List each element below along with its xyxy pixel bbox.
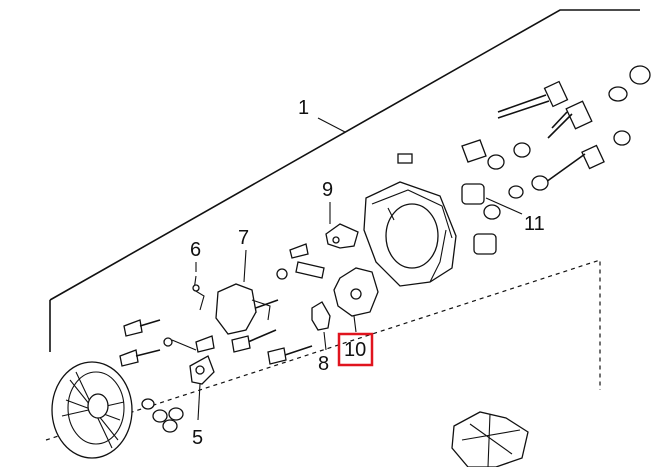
bushings-group [461, 183, 524, 255]
callout-10-highlight-box [337, 332, 374, 367]
part-7 [215, 249, 271, 335]
pulley-fan [51, 361, 133, 459]
part-9 [325, 202, 359, 249]
callout-1: 1 [298, 97, 309, 119]
part-8 [311, 301, 331, 351]
part-10 [333, 267, 379, 333]
rear-housing [363, 181, 457, 287]
callout-9: 9 [322, 179, 333, 201]
callout-7: 7 [238, 227, 249, 249]
part-5 [119, 319, 215, 433]
callout-labels: 1 5 6 7 8 9 10 11 [190, 97, 545, 449]
callout-8: 8 [318, 353, 329, 375]
callout-6: 6 [190, 239, 201, 261]
callout-5: 5 [192, 427, 203, 449]
through-bolts [497, 65, 651, 183]
assembly-frame [45, 9, 640, 441]
callout-11: 11 [524, 213, 545, 235]
callout-10: 10 [344, 339, 366, 361]
rotor [451, 411, 529, 467]
part-6 [192, 262, 205, 311]
nuts-row [397, 139, 549, 191]
